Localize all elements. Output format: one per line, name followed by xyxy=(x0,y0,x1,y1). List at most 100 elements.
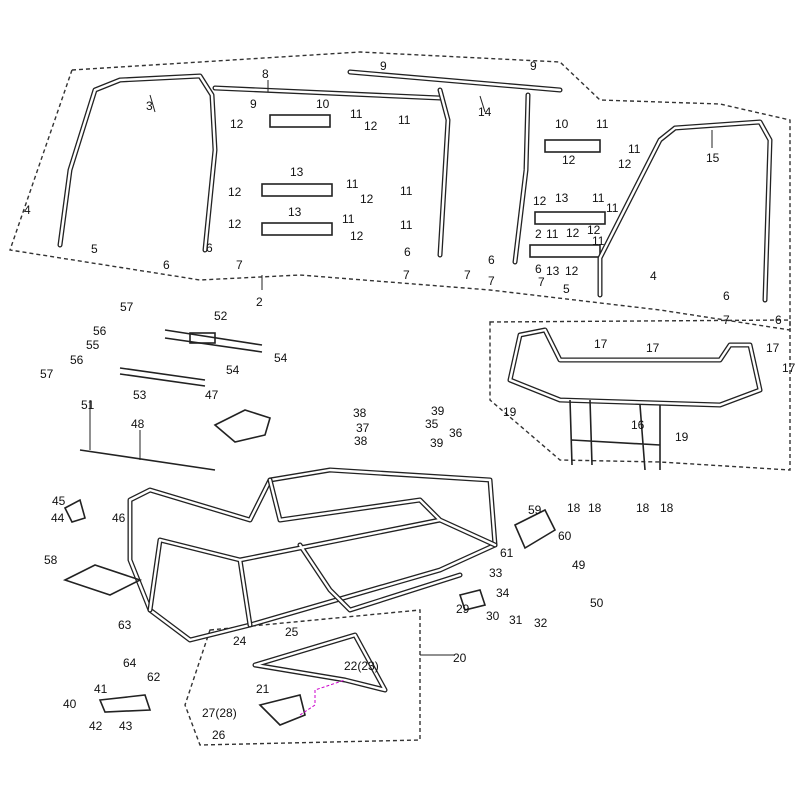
callout: 11 xyxy=(346,177,359,191)
callout: 10 xyxy=(555,117,569,131)
callout: 43 xyxy=(119,719,133,733)
callout: 59 xyxy=(528,503,542,517)
callout: 6 xyxy=(775,313,782,327)
callout: 63 xyxy=(118,618,132,632)
callout: 6 xyxy=(535,262,542,276)
callout: 17 xyxy=(646,341,660,355)
callout: 3 xyxy=(146,99,153,113)
callout: 6 xyxy=(723,289,730,303)
callout: 7 xyxy=(464,268,471,282)
callout: 42 xyxy=(89,719,103,733)
swingarm-group-outline xyxy=(184,609,421,746)
callout: 12 xyxy=(228,217,242,231)
callout: 16 xyxy=(631,418,645,432)
rear-rack xyxy=(507,327,763,471)
callout: 11 xyxy=(628,142,641,156)
callout: 56 xyxy=(93,324,107,338)
callout: 41 xyxy=(94,682,108,696)
callout: 53 xyxy=(133,388,147,402)
rear-roll-bar xyxy=(597,119,773,303)
callout: 57 xyxy=(40,367,54,381)
callout: 27(28) xyxy=(202,706,237,720)
callout: 36 xyxy=(449,426,463,440)
callout: 31 xyxy=(509,613,523,627)
callout: 4 xyxy=(24,203,31,217)
callout: 46 xyxy=(112,511,126,525)
callout-labels: 3 8 9 9 9 10 11 12 11 12 14 13 12 11 12 … xyxy=(24,59,796,742)
callout: 9 xyxy=(250,97,257,111)
callout: 18 xyxy=(588,501,602,515)
callout: 9 xyxy=(380,59,387,73)
bracket-29 xyxy=(458,589,487,611)
callout: 12 xyxy=(562,153,576,167)
callout: 11 xyxy=(606,201,619,215)
callout: 12 xyxy=(228,185,242,199)
cross-plates xyxy=(261,114,606,258)
callout: 13 xyxy=(288,205,302,219)
callout: 12 xyxy=(533,194,547,208)
bracket-45 xyxy=(63,498,86,523)
callout: 13 xyxy=(290,165,304,179)
callout: 17 xyxy=(782,361,796,375)
side-bars xyxy=(212,69,563,265)
callout: 2 xyxy=(256,295,263,309)
callout: 10 xyxy=(316,97,330,111)
callout: 47 xyxy=(205,388,219,402)
callout: 34 xyxy=(496,586,510,600)
callout: 2 xyxy=(535,227,542,241)
callout: 40 xyxy=(63,697,77,711)
callout: 14 xyxy=(478,105,492,119)
callout: 17 xyxy=(766,341,780,355)
callout: 7 xyxy=(538,275,545,289)
callout: 5 xyxy=(91,242,98,256)
callout: 64 xyxy=(123,656,137,670)
callout: 12 xyxy=(618,157,632,171)
callout: 11 xyxy=(350,107,363,121)
callout: 25 xyxy=(285,625,299,639)
callout: 11 xyxy=(400,218,413,232)
callout: 12 xyxy=(364,119,378,133)
callout: 8 xyxy=(262,67,269,81)
callout: 19 xyxy=(675,430,689,444)
callout: 33 xyxy=(489,566,503,580)
callout: 15 xyxy=(706,151,720,165)
callout: 9 xyxy=(530,59,537,73)
callout: 7 xyxy=(236,258,243,272)
callout: 7 xyxy=(403,268,410,282)
callout: 7 xyxy=(488,274,495,288)
callout: 11 xyxy=(400,184,413,198)
callout: 6 xyxy=(404,245,411,259)
callout: 11 xyxy=(342,212,355,226)
callout: 21 xyxy=(256,682,270,696)
callout: 5 xyxy=(563,282,570,296)
callout: 62 xyxy=(147,670,161,684)
bracket-47 xyxy=(213,409,271,443)
callout: 61 xyxy=(500,546,514,560)
callout: 11 xyxy=(398,113,411,127)
callout: 17 xyxy=(594,337,608,351)
callout: 6 xyxy=(206,241,213,255)
callout: 6 xyxy=(488,253,495,267)
callout: 18 xyxy=(660,501,674,515)
callout: 12 xyxy=(230,117,244,131)
callout: 35 xyxy=(425,417,439,431)
callout: 26 xyxy=(212,728,226,742)
callout: 7 xyxy=(723,313,730,327)
callout: 29 xyxy=(456,602,470,616)
rear-rack-group-outline xyxy=(489,319,791,471)
callout: 56 xyxy=(70,353,84,367)
callout: 48 xyxy=(131,417,145,431)
callout: 12 xyxy=(565,264,579,278)
callout: 12 xyxy=(360,192,374,206)
callout: 52 xyxy=(214,309,228,323)
callout: 6 xyxy=(163,258,170,272)
main-frame xyxy=(127,467,498,643)
callout: 37 xyxy=(356,421,370,435)
callout: 39 xyxy=(430,436,444,450)
callout: 49 xyxy=(572,558,586,572)
leader-lines xyxy=(89,80,713,656)
callout: 11 xyxy=(546,227,559,241)
callout: 39 xyxy=(431,404,445,418)
